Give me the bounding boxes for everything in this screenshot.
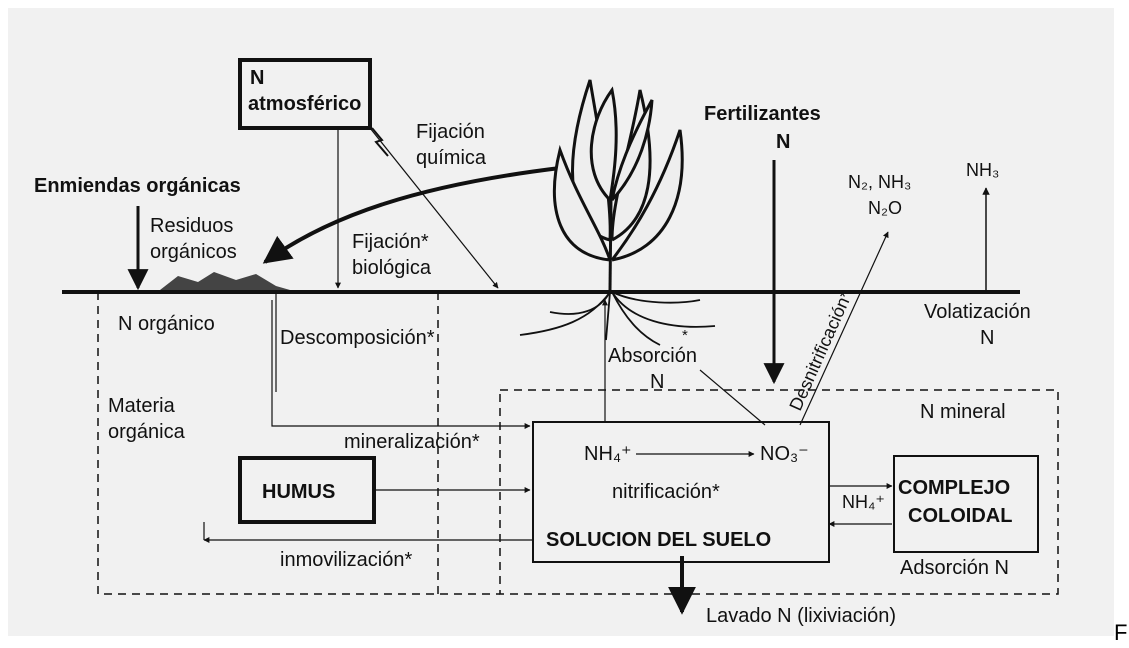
materia-organica-label-2: orgánica [108, 421, 186, 443]
n-organico-label: N orgánico [118, 313, 215, 335]
absorcion-asterisk: * [682, 327, 688, 344]
residue-pile [160, 272, 290, 290]
desnitrificacion-label: Desnitrificación* [785, 288, 856, 414]
materia-organica-label-1: Materia [108, 395, 176, 417]
n-atmosferico-label-2: atmosférico [248, 93, 361, 115]
plant-illustration [554, 80, 682, 290]
fijacion-quimica-label-1: Fijación [416, 121, 485, 143]
inmovilizacion-label: inmovilización* [280, 549, 412, 571]
volatizacion-n-label: N [980, 327, 994, 349]
fijacion-quimica-label-2: química [416, 147, 487, 169]
absorcion-label: Absorción [608, 345, 697, 367]
residuos-label-1: Residuos [150, 215, 233, 237]
gases-label-2: N₂O [868, 198, 902, 218]
mineralizacion-path [272, 300, 530, 426]
n-atmosferico-label-1: N [250, 67, 264, 89]
complejo-label-2: COLOIDAL [908, 505, 1012, 527]
no3-label: NO₃⁻ [760, 443, 809, 465]
residuos-label-2: orgánicos [150, 241, 237, 263]
descomposicion-label: Descomposición* [280, 327, 435, 349]
desnitrificacion-arrow [800, 232, 888, 425]
fijacion-biologica-label-2: biológica [352, 257, 432, 279]
corner-letter: F [1114, 620, 1127, 646]
lavado-label: Lavado N (lixiviación) [706, 605, 896, 627]
n-mineral-label: N mineral [920, 401, 1006, 423]
absorcion-n-label: N [650, 371, 664, 393]
fertilizantes-label: Fertilizantes [704, 103, 821, 125]
nh4-label: NH₄⁺ [584, 443, 632, 465]
absorcion-no3-line [700, 370, 765, 425]
mineralizacion-label: mineralización* [344, 431, 480, 453]
complejo-coloidal-box [894, 456, 1038, 552]
solucion-del-suelo-label: SOLUCION DEL SUELO [546, 529, 771, 551]
adsorcion-label: Adsorción N [900, 557, 1009, 579]
fijacion-biologica-label-1: Fijación* [352, 231, 429, 253]
nh4-complejo-label: NH₄⁺ [842, 492, 885, 512]
nitrificacion-label: nitrificación* [612, 481, 720, 503]
lightning-symbol [372, 128, 388, 156]
nh3-volatization-label: NH₃ [966, 160, 999, 180]
complejo-label-1: COMPLEJO [898, 477, 1010, 499]
fertilizantes-n-label: N [776, 131, 790, 153]
volatizacion-label: Volatización [924, 301, 1031, 323]
gases-label-1: N₂, NH₃ [848, 172, 911, 192]
enmiendas-label: Enmiendas orgánicas [34, 175, 241, 197]
humus-label: HUMUS [262, 481, 335, 503]
